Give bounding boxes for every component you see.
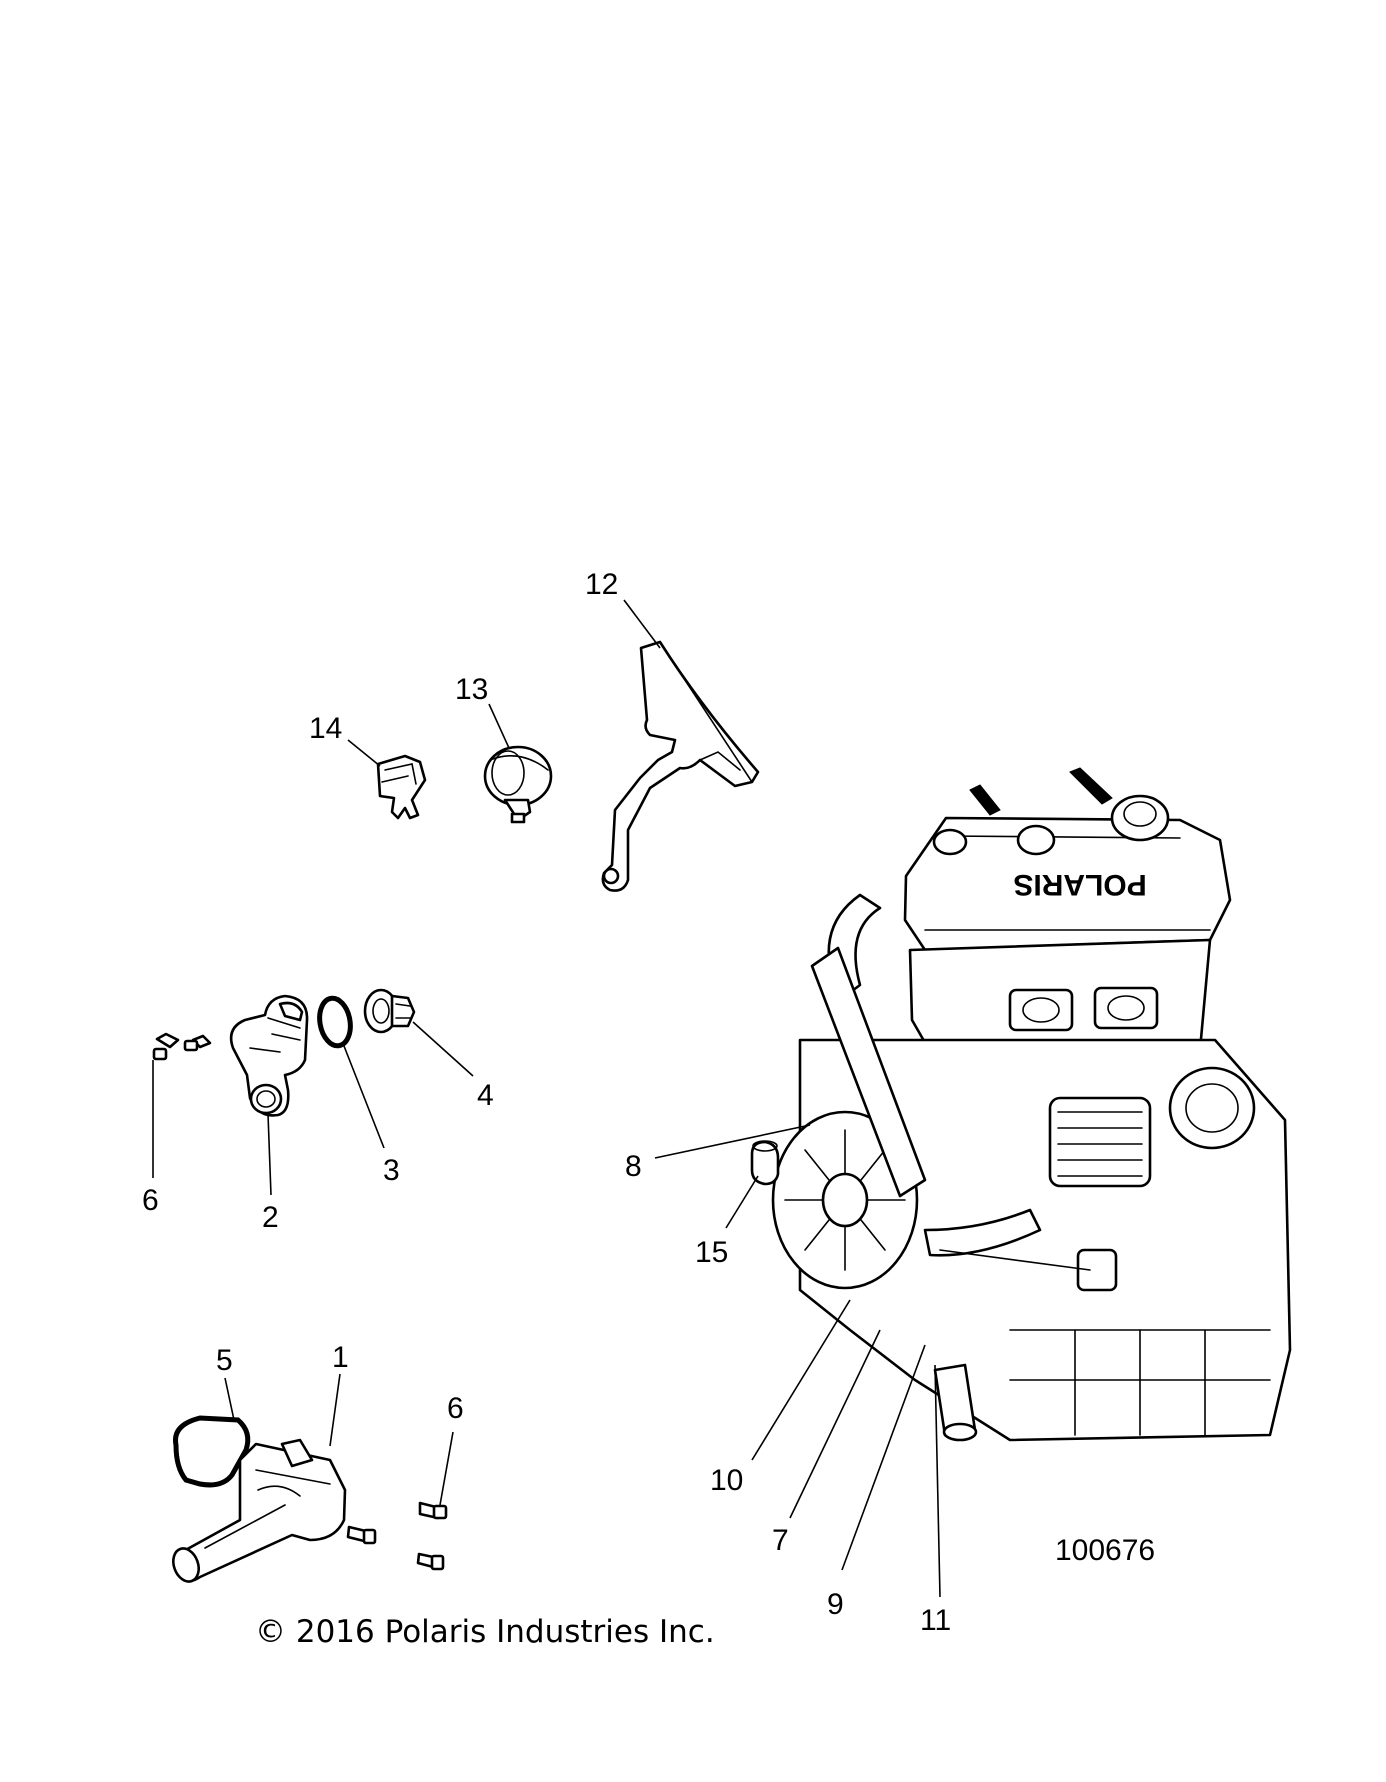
part-12-bracket (601, 640, 760, 892)
callout-2: 2 (262, 1201, 279, 1234)
part-5-gasket (173, 1415, 251, 1488)
leader-6b (439, 1431, 454, 1506)
callout-11: 11 (920, 1604, 951, 1637)
callout-8: 8 (625, 1150, 642, 1183)
copyright-notice: © 2016 Polaris Industries Inc. (255, 1614, 715, 1650)
part-6-bolts-lower (346, 1501, 448, 1571)
callout-14: 14 (309, 712, 342, 745)
callout-9: 9 (827, 1588, 844, 1621)
callout-4: 4 (477, 1079, 494, 1112)
callout-6b: 6 (447, 1392, 464, 1425)
part-14-clip (376, 754, 427, 820)
leader-9 (841, 1344, 926, 1571)
callout-10: 10 (710, 1464, 743, 1497)
leader-1 (329, 1373, 341, 1447)
figure-number: 100676 (1055, 1534, 1155, 1567)
leader-7 (789, 1329, 881, 1519)
leader-lines (152, 599, 941, 1598)
callout-labels: 12 13 14 4 6 2 3 8 15 5 1 6 10 7 9 11 (142, 568, 951, 1637)
callout-15: 15 (695, 1236, 728, 1269)
callout-6a: 6 (142, 1184, 159, 1217)
leader-15 (725, 1175, 759, 1229)
callout-13: 13 (455, 673, 488, 706)
leader-4 (412, 1021, 474, 1077)
leader-3 (343, 1045, 385, 1149)
leader-11 (934, 1364, 941, 1598)
part-3-o-ring (317, 995, 353, 1049)
leader-13 (488, 703, 510, 749)
callout-3: 3 (383, 1154, 400, 1187)
callout-7: 7 (772, 1524, 789, 1557)
part-15-cap (750, 1140, 780, 1186)
leader-8 (654, 1124, 811, 1159)
callout-5: 5 (216, 1344, 233, 1377)
leader-5 (224, 1377, 235, 1421)
part-13-hose-clamp (483, 745, 553, 824)
leader-2 (267, 1113, 272, 1196)
callout-12: 12 (585, 568, 618, 601)
callout-1: 1 (332, 1341, 349, 1374)
part-1-water-outlet (172, 1438, 347, 1583)
part-2-thermostat-housing (229, 994, 309, 1117)
leader-12 (623, 599, 661, 649)
part-4-thermostat (363, 988, 416, 1034)
part-6-bolts-upper (152, 1032, 212, 1061)
leader-14 (347, 739, 381, 767)
engine-brand-text: POLARIS (1013, 868, 1146, 901)
leader-10 (751, 1299, 851, 1461)
engine-assembly: POLARIS (771, 767, 1292, 1442)
